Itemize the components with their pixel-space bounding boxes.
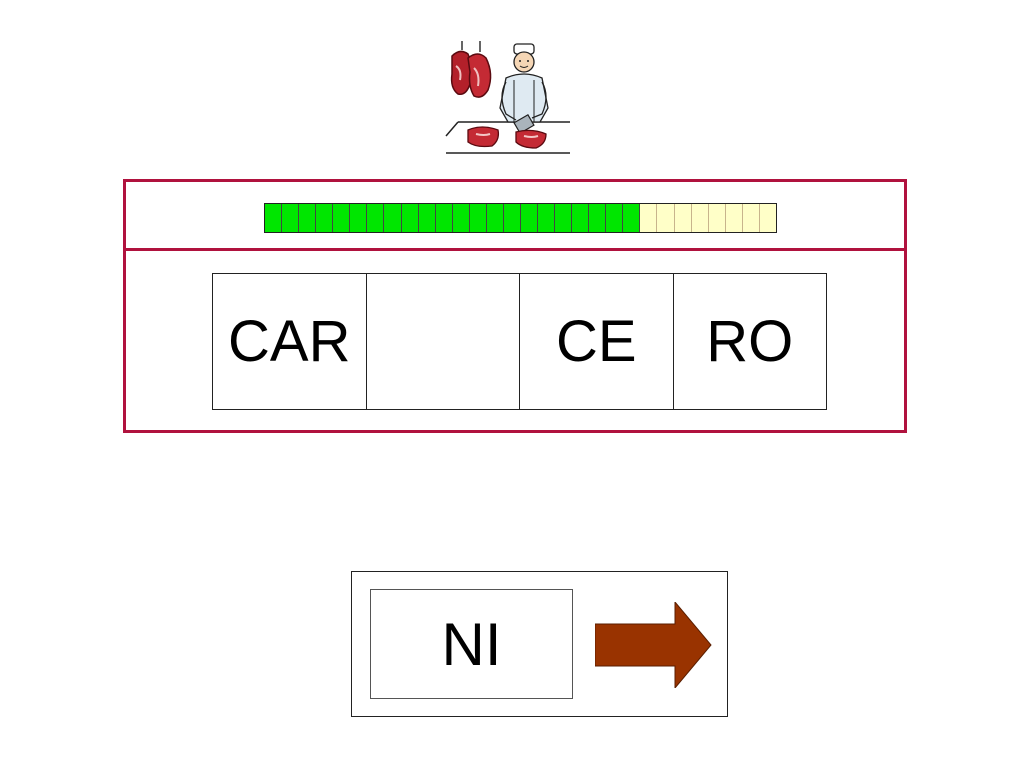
progress-cell-done — [572, 204, 590, 232]
progress-cell-todo — [674, 204, 692, 232]
progress-cell-done — [350, 204, 368, 232]
progress-cell-done — [282, 204, 300, 232]
progress-cell-done — [555, 204, 573, 232]
progress-cell-todo — [725, 204, 743, 232]
syllable-slot-4[interactable]: RO — [706, 309, 794, 374]
butcher-illustration — [440, 38, 580, 160]
word-slots: CAR CE RO — [212, 273, 827, 410]
syllable-slot-3[interactable]: CE — [520, 274, 674, 409]
progress-cell-todo — [742, 204, 760, 232]
progress-cell-todo — [708, 204, 726, 232]
progress-cell-todo — [759, 204, 776, 232]
syllable-tile[interactable]: NI — [370, 589, 573, 699]
progress-cell-done — [520, 204, 538, 232]
syllable-slot-2-empty[interactable] — [367, 274, 520, 409]
progress-cell-done — [367, 204, 385, 232]
progress-bar — [264, 203, 777, 233]
butcher-icon — [445, 41, 570, 154]
syllable-slot-1[interactable]: CAR — [213, 274, 367, 409]
progress-cell-done — [538, 204, 556, 232]
progress-cell-done — [401, 204, 419, 232]
progress-cell-todo — [691, 204, 709, 232]
progress-cell-done — [265, 204, 283, 232]
progress-cell-todo — [640, 204, 658, 232]
progress-cell-done — [299, 204, 317, 232]
answer-area: NI — [351, 571, 728, 717]
progress-cell-done — [469, 204, 487, 232]
progress-cell-done — [384, 204, 402, 232]
panel-divider — [126, 248, 904, 251]
progress-cell-done — [503, 204, 521, 232]
word-panel: CAR CE RO — [123, 179, 907, 433]
progress-cell-done — [486, 204, 504, 232]
progress-cell-todo — [657, 204, 675, 232]
progress-cell-done — [316, 204, 334, 232]
progress-cell-done — [435, 204, 453, 232]
progress-cell-done — [333, 204, 351, 232]
right-arrow-icon[interactable] — [595, 602, 713, 688]
progress-cell-done — [452, 204, 470, 232]
progress-cell-done — [589, 204, 607, 232]
progress-cell-done — [418, 204, 436, 232]
progress-cell-done — [606, 204, 624, 232]
progress-cell-done — [623, 204, 641, 232]
